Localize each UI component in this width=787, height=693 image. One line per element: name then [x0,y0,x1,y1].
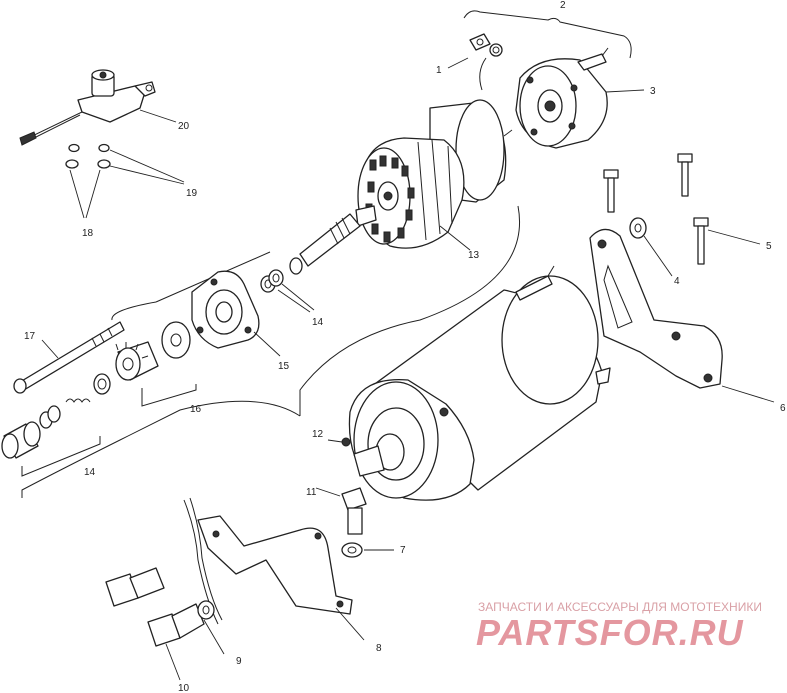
callout-17: 17 [24,331,36,342]
armature-part [289,99,507,275]
callout-9: 9 [236,656,242,667]
group-bracket-12 [21,205,520,498]
drive-end-plate-15 [161,270,281,359]
clutch-parts-14 [1,373,111,477]
through-bolt-17 [13,321,125,394]
callout-12: 12 [312,429,324,440]
callout-13: 13 [468,250,480,261]
bolts-4-5 [603,153,761,277]
callout-15: 15 [278,361,290,372]
callout-1: 1 [436,65,442,76]
watermark-logo: PARTSFOR.RU [476,612,744,653]
callout-4: 4 [674,276,680,287]
callout-8: 8 [376,643,382,654]
callout-2: 2 [560,0,566,11]
lower-bracket-8 [183,497,365,641]
callout-14: 14 [312,317,324,328]
callout-14-lower: 14 [84,467,96,478]
callout-18: 18 [82,228,94,239]
end-cap-assembly [447,10,645,149]
mounting-bracket-6 [589,228,775,403]
callout-16: 16 [190,404,202,415]
callout-20: 20 [178,121,190,132]
watermark: ЗАПЧАСТИ И АКСЕССУАРЫ ДЛЯ МОТОТЕХНИКИ PA… [476,600,762,653]
pinion-gear-16 [115,341,197,407]
bolts-9-10-11 [105,487,394,681]
callout-labels: 1 2 3 4 5 6 7 8 9 10 11 12 13 14 15 16 1… [24,0,786,693]
callout-11: 11 [306,487,317,498]
callout-19: 19 [186,188,198,199]
callout-10: 10 [178,683,190,693]
relay-switch-part [19,69,177,146]
callout-6: 6 [780,403,786,414]
motor-housing-12 [327,265,611,501]
callout-5: 5 [766,241,772,252]
callout-3: 3 [650,86,656,97]
washer-set-19-18 [65,143,185,219]
watermark-tagline: ЗАПЧАСТИ И АКСЕССУАРЫ ДЛЯ МОТОТЕХНИКИ [478,600,762,614]
thrust-washers-14 [260,269,315,313]
callout-7: 7 [400,545,406,556]
